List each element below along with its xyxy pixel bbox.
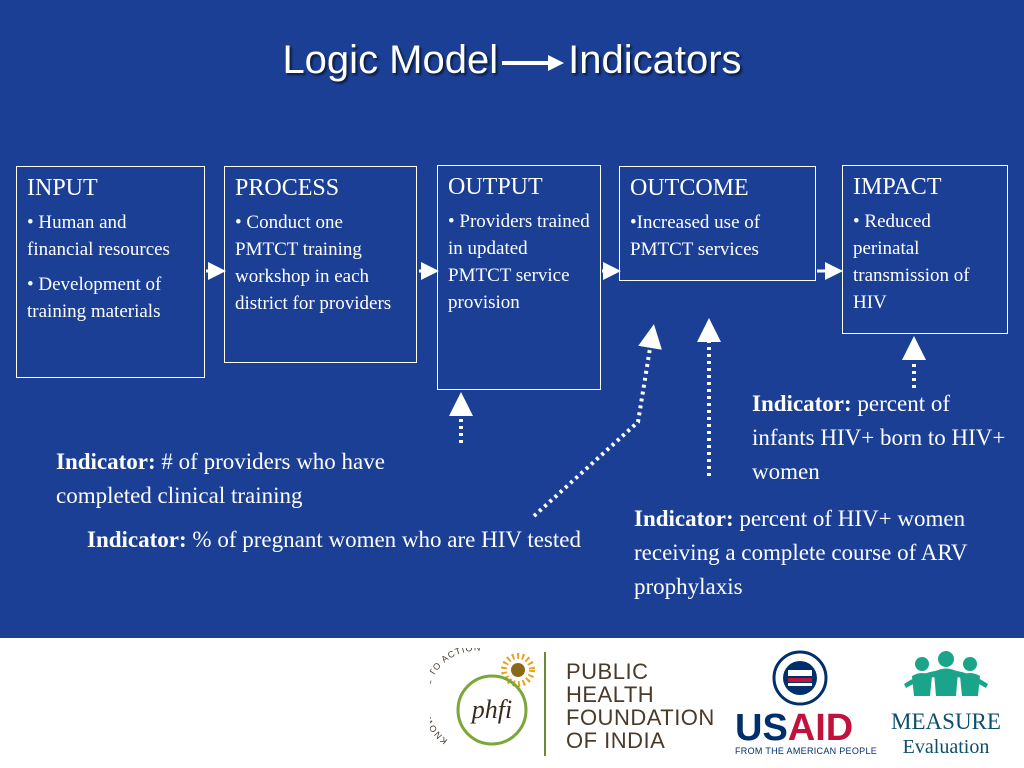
box-input: INPUT • Human and financial resources • …	[16, 166, 205, 378]
box-output-heading: OUTPUT	[448, 174, 543, 200]
indicator-text: percent of HIV+ women receiving a comple…	[634, 506, 968, 599]
box-input-heading: INPUT	[27, 175, 98, 201]
phfi-line: HEALTH	[566, 682, 655, 707]
box-process: PROCESS • Conduct one PMTCT training wor…	[224, 166, 417, 363]
indicator-label: Indicator:	[56, 449, 156, 474]
indicator-hiv-tested: Indicator: % of pregnant women who are H…	[87, 523, 587, 557]
measure-name: MEASURE	[891, 709, 1001, 734]
indicator-text: percent of infants HIV+ born to HIV+ wom…	[752, 391, 1006, 484]
box-output: OUTPUT • Providers trained in updated PM…	[437, 165, 601, 390]
box-outcome-item: •Increased use of PMTCT services	[630, 212, 761, 260]
box-impact-item: • Reduced perinatal transmission of HIV	[853, 211, 970, 313]
usaid-seal-icon	[772, 650, 828, 706]
measure-subtitle: Evaluation	[902, 736, 990, 758]
phfi-logo-icon: KNOWLEDGE TO ACTION phfi	[430, 648, 546, 756]
phfi-line: FOUNDATION	[566, 705, 715, 730]
measure-people-icon	[904, 651, 988, 696]
box-impact-heading: IMPACT	[853, 174, 942, 200]
box-output-item: • Providers trained in updated PMTCT ser…	[448, 211, 590, 313]
indicator-text: # of providers who have completed clinic…	[56, 449, 385, 508]
indicator-label: Indicator:	[634, 506, 734, 531]
flow-arrows	[206, 262, 926, 518]
title-arrow-icon	[502, 55, 565, 72]
box-outcome: OUTCOME •Increased use of PMTCT services	[619, 166, 816, 281]
footer-logos	[0, 638, 1024, 768]
indicator-label: Indicator:	[87, 527, 187, 552]
title-left: Logic Model	[282, 38, 499, 82]
phfi-line: PUBLIC	[566, 659, 649, 684]
indicator-text: % of pregnant women who are HIV tested	[186, 527, 581, 552]
slide-background: Logic Model Indicators INPUT • Human and …	[0, 0, 1024, 638]
box-outcome-heading: OUTCOME	[630, 175, 749, 201]
usaid-wordmark: USAID	[735, 708, 853, 748]
box-input-item: • Development of training materials	[27, 274, 162, 322]
slide-title: Logic Model Indicators	[0, 38, 1024, 83]
box-process-item: • Conduct one PMTCT training workshop in…	[235, 212, 392, 314]
usaid-us: US	[735, 707, 788, 749]
usaid-tagline: FROM THE AMERICAN PEOPLE	[735, 746, 878, 756]
indicator-label: Indicator:	[752, 391, 852, 416]
dotted-arrow-tested-icon	[532, 324, 662, 518]
indicator-arv: Indicator: percent of HIV+ women receivi…	[634, 502, 984, 604]
usaid-aid: AID	[787, 707, 854, 749]
phfi-line: OF INDIA	[566, 728, 666, 753]
title-right: Indicators	[568, 38, 742, 82]
box-impact: IMPACT • Reduced perinatal transmission …	[842, 165, 1008, 334]
indicator-infants: Indicator: percent of infants HIV+ born …	[752, 387, 1012, 489]
phfi-logo-text: phfi	[470, 695, 512, 724]
box-input-item: • Human and financial resources	[27, 212, 170, 260]
box-process-heading: PROCESS	[235, 175, 340, 201]
indicator-providers: Indicator: # of providers who have compl…	[56, 445, 476, 513]
phfi-name: PUBLIC HEALTH FOUNDATION OF INDIA	[566, 660, 715, 752]
